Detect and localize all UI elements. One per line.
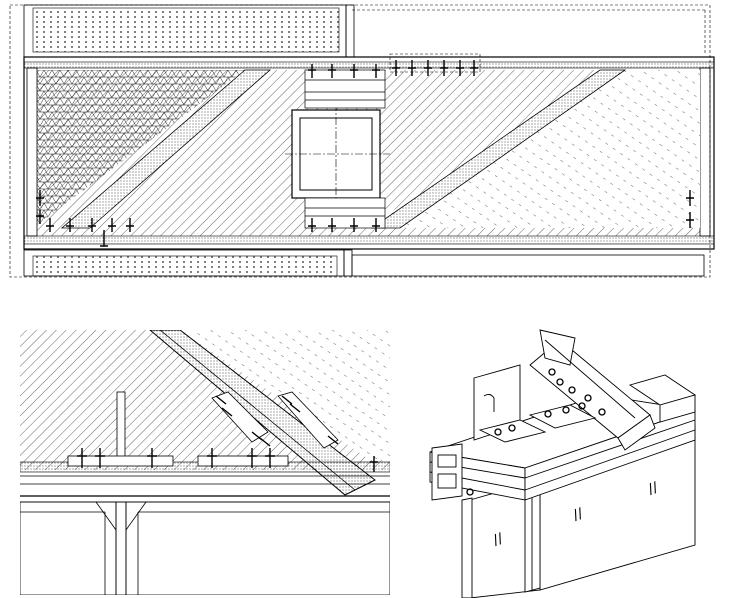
detail-section-panel [20, 330, 390, 595]
elevation-panel [9, 4, 715, 278]
detail-bolts [77, 395, 378, 472]
bolt-group-top [308, 60, 478, 78]
iso-bolts [466, 368, 606, 496]
bolt-group-bottom [36, 190, 694, 247]
isometric-view-panel: // // // [429, 329, 697, 598]
